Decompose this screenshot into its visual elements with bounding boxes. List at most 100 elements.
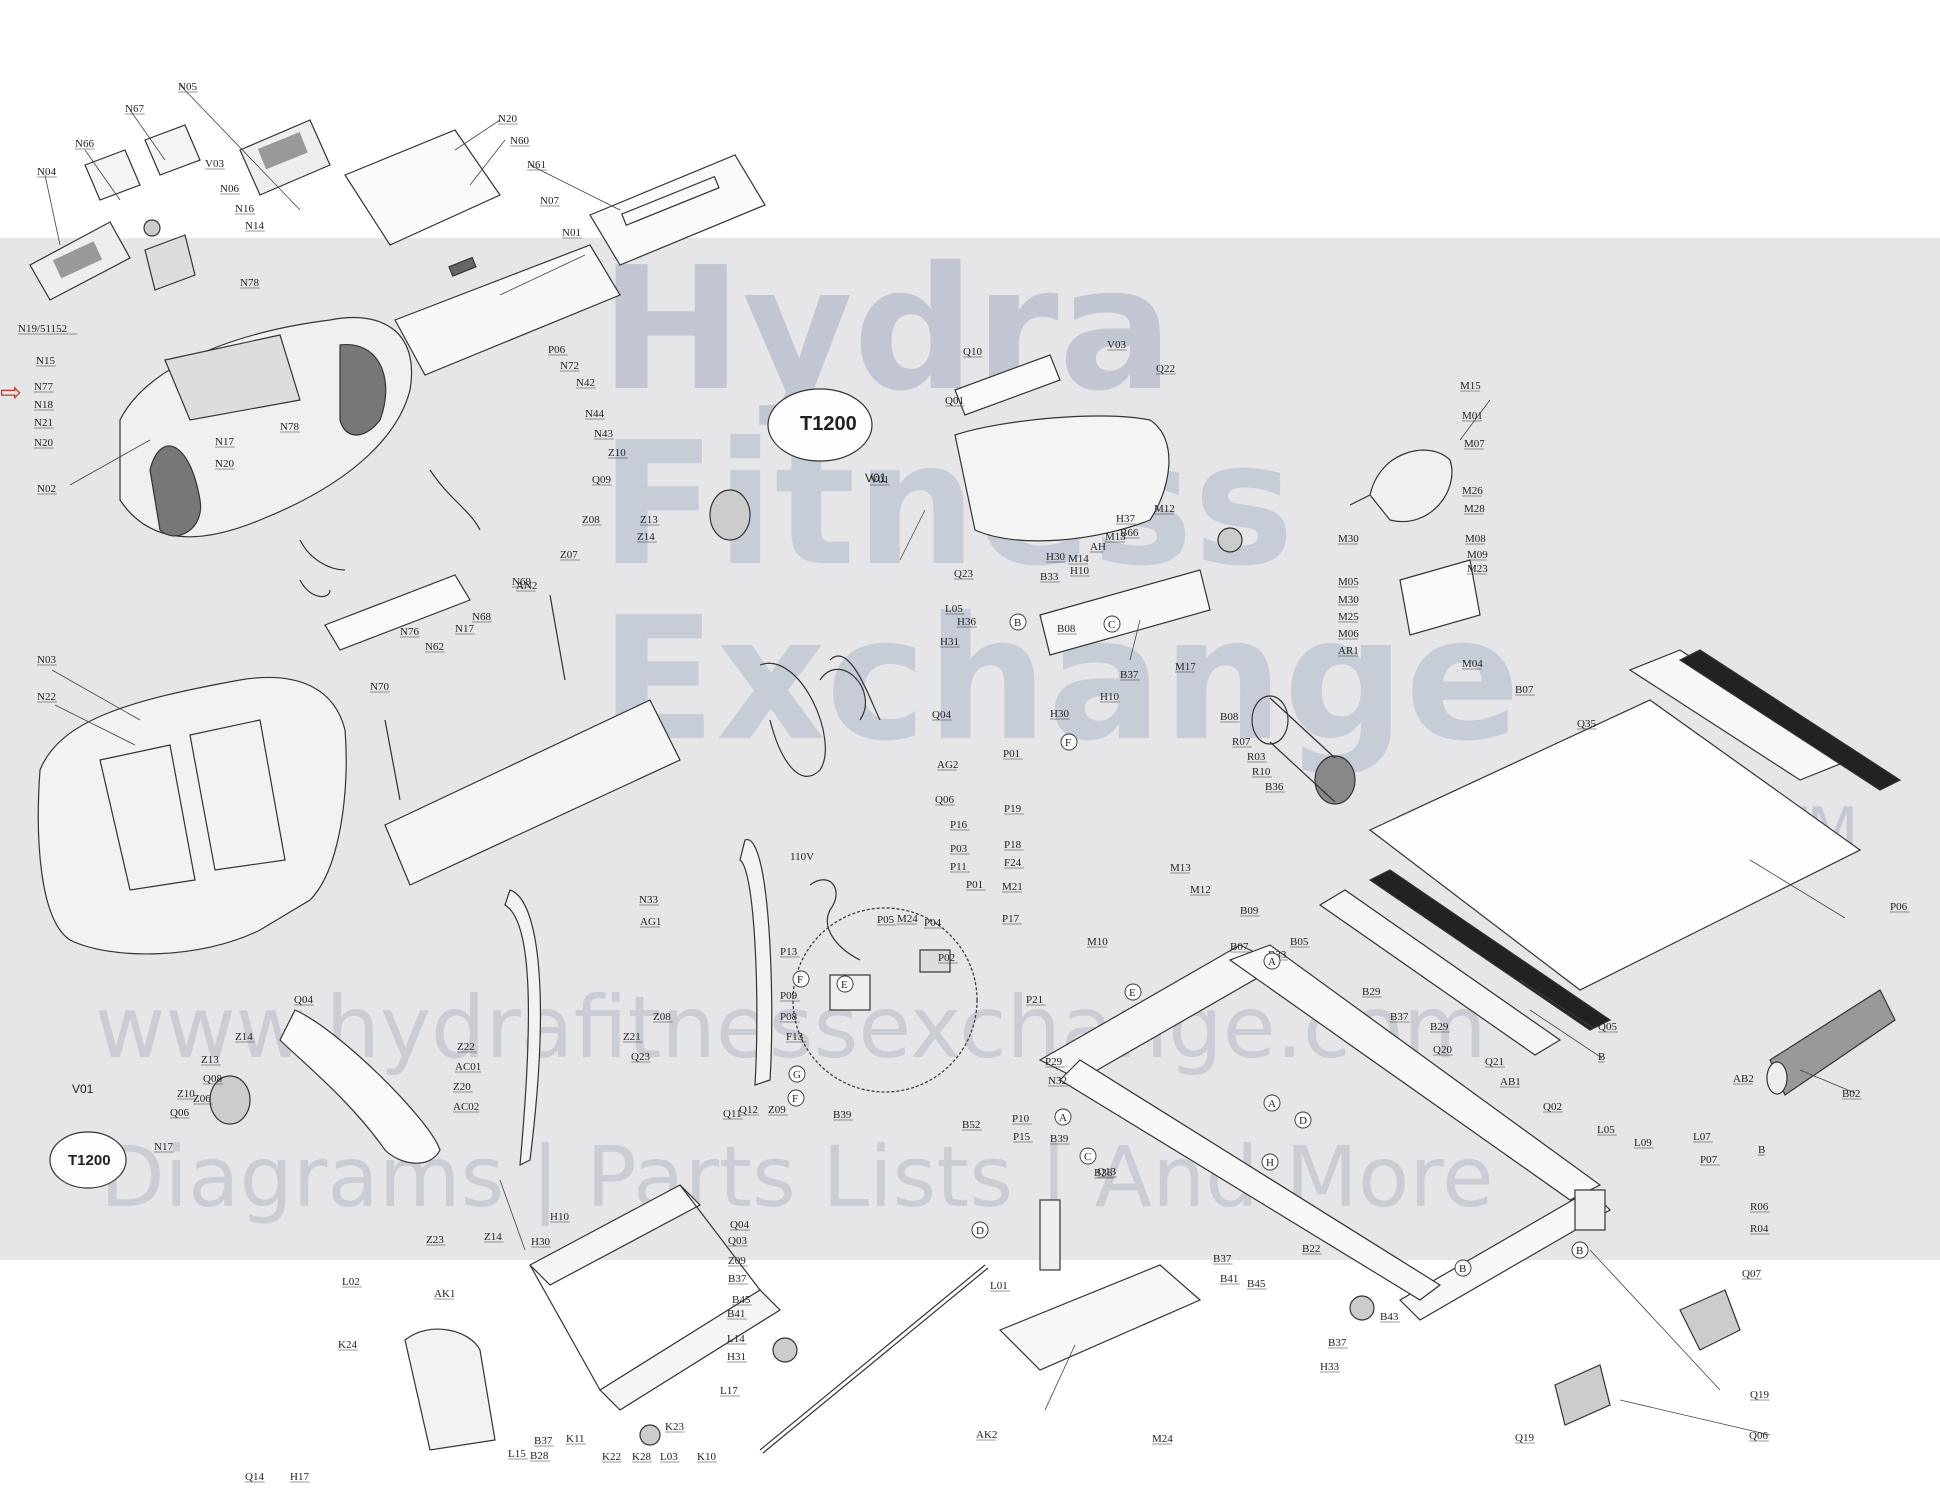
part-label: N43 (594, 428, 613, 440)
callout-circle (1009, 613, 1027, 631)
motor-hood-shroud (37, 676, 347, 955)
part-label: N06 (220, 183, 239, 195)
part-label: F13 (786, 1031, 804, 1043)
part-label: K28 (632, 1451, 651, 1463)
motor-cover-top (954, 354, 1170, 542)
part-label: N62 (425, 641, 444, 653)
part-label: M12 (1154, 503, 1175, 515)
part-label: B28 (530, 1450, 549, 1462)
part-label: B36 (1265, 781, 1284, 793)
part-label: N61 (527, 159, 546, 171)
part-label: B45 (732, 1294, 751, 1306)
part-label: N33 (639, 894, 658, 906)
base-frame (1038, 944, 1611, 1321)
part-label: P21 (1026, 994, 1043, 1006)
part-label: P03 (950, 843, 968, 855)
console-speaker-left (29, 221, 131, 301)
callout-letter: F (1065, 737, 1071, 749)
part-label: Q06 (1749, 1430, 1768, 1442)
part-label: Q04 (730, 1219, 749, 1231)
part-label: M30 (1338, 533, 1359, 545)
part-label: AB1 (1500, 1076, 1521, 1088)
part-label: B08 (1057, 623, 1076, 635)
callout-letter: B (1014, 617, 1021, 629)
left-upright (504, 889, 541, 1167)
part-label: P13 (780, 946, 798, 958)
part-label: AG2 (937, 759, 958, 771)
part-label: H33 (1320, 1361, 1339, 1373)
part-label: Z14 (637, 531, 655, 543)
part-label: H17 (290, 1471, 309, 1483)
callout-letter: E (841, 979, 848, 991)
drive-motor (1349, 449, 1453, 523)
part-label: P16 (950, 819, 968, 831)
part-label: Q12 (739, 1104, 758, 1116)
part-label: M01 (1462, 410, 1483, 422)
callout-letter: F (792, 1093, 798, 1105)
part-label: M12 (1190, 884, 1211, 896)
part-label: H37 (1116, 513, 1135, 525)
part-label: R03 (1247, 751, 1266, 763)
part-label: M30 (1338, 594, 1359, 606)
part-label: H10 (550, 1211, 569, 1223)
part-label: B45 (1247, 1278, 1266, 1290)
part-label: Q14 (245, 1471, 264, 1483)
part-label: B52 (962, 1119, 980, 1131)
part-label: N15 (36, 355, 55, 367)
end-caps (404, 1289, 1741, 1451)
lift-wheels (639, 1295, 1375, 1446)
part-label: P29 (1045, 1056, 1063, 1068)
part-label: B39 (833, 1109, 852, 1121)
part-label: N14 (245, 220, 264, 232)
part-label: L01 (990, 1280, 1008, 1292)
part-label: B37 (1213, 1253, 1232, 1265)
part-label: P08 (780, 1011, 798, 1023)
part-label: Z08 (582, 514, 600, 526)
console-wires (299, 469, 481, 598)
part-label: Q04 (932, 709, 951, 721)
console-housing (119, 316, 413, 538)
part-label: B09 (1240, 905, 1259, 917)
part-label: K10 (697, 1451, 716, 1463)
part-labels-group: N05N67N66N04V03N06N16N14N20N60N61N07N01N… (18, 81, 1910, 1483)
part-label: B05 (1290, 936, 1309, 948)
part-label: K22 (602, 1451, 621, 1463)
part-label: M04 (1462, 658, 1483, 670)
rear-roller (1766, 989, 1896, 1096)
part-label: N04 (37, 166, 56, 178)
part-label: AG1 (640, 916, 661, 928)
part-label: L17 (720, 1385, 738, 1397)
callout-letter: F (797, 974, 803, 986)
part-label: M15 (1460, 380, 1481, 392)
part-label: M24 (897, 913, 918, 925)
console-keypads (84, 124, 201, 291)
part-label: M08 (1465, 533, 1486, 545)
console-bracket (324, 574, 471, 651)
part-label: Z09 (768, 1104, 786, 1116)
part-label: B (1758, 1144, 1765, 1156)
part-label: H30 (1046, 551, 1065, 563)
part-label: L09 (1634, 1137, 1652, 1149)
part-label: Q04 (294, 994, 313, 1006)
callout-letter: C (1084, 1151, 1091, 1163)
part-label: M13 (1170, 862, 1191, 874)
callout-circle (1103, 615, 1121, 633)
part-label: N78 (240, 277, 259, 289)
part-label: V03 (1107, 339, 1126, 351)
part-label: AC01 (455, 1061, 481, 1073)
callout-circle (1124, 983, 1142, 1001)
part-label: Q01 (945, 395, 964, 407)
callout-circle (787, 1089, 805, 1107)
part-label: B02 (1842, 1088, 1860, 1100)
part-label: N17 (215, 436, 234, 448)
part-label: Z08 (653, 1011, 671, 1023)
part-label: N03 (37, 654, 56, 666)
callout-letter: B (1576, 1245, 1583, 1257)
part-label: M10 (1087, 936, 1108, 948)
part-label: H31 (727, 1351, 746, 1363)
part-label: Q02 (1543, 1101, 1562, 1113)
part-label: B07 (1230, 941, 1249, 953)
part-label: R04 (1750, 1223, 1769, 1235)
part-label: B07 (1515, 684, 1534, 696)
